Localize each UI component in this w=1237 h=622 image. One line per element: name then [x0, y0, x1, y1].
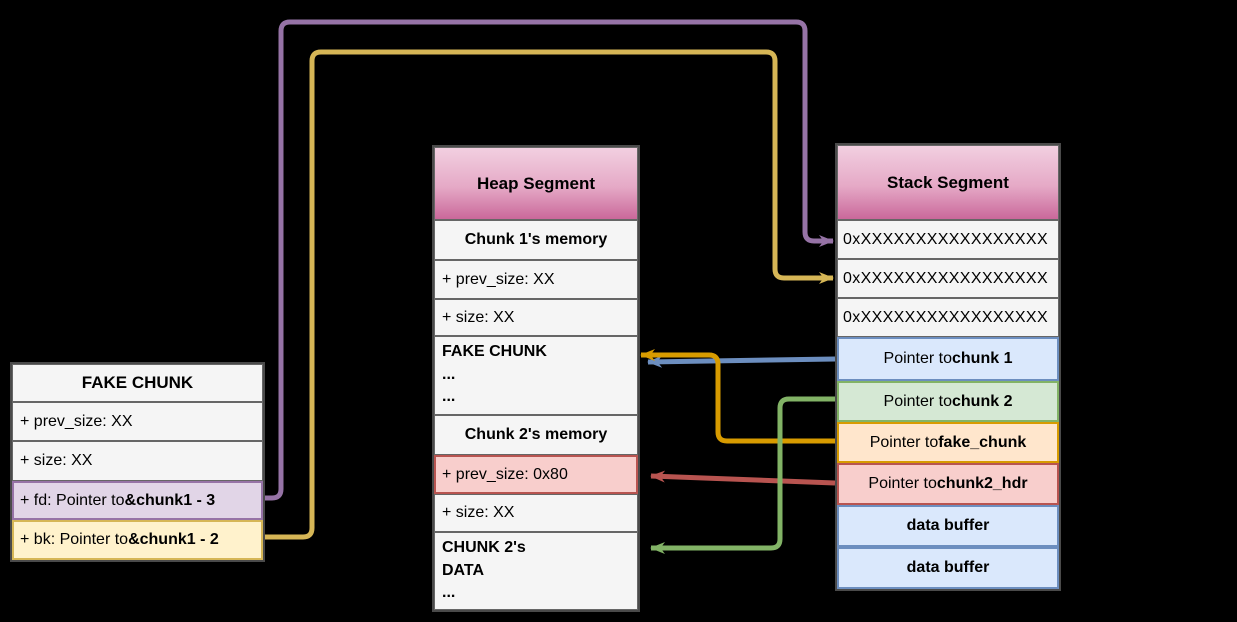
- stack-row-ptr-fake-chunk: Pointer to fake_chunk: [837, 422, 1059, 463]
- stack-row-ptr-chunk1: Pointer to chunk 1: [837, 337, 1059, 381]
- heap-row-chunk1-prev-size: + prev_size: XX: [434, 260, 638, 299]
- fake-chunk-table-rows: + prev_size: XX+ size: XX+ fd: Pointer t…: [12, 402, 263, 560]
- stack-row-data-buffer-2: data buffer: [837, 547, 1059, 589]
- heap-row-fake-chunk-line: ...: [442, 365, 456, 383]
- stack-row-data-buffer-1: data buffer: [837, 505, 1059, 547]
- heap-row-chunk2-size: + size: XX: [434, 494, 638, 532]
- heap-row-chunk2-data-line: DATA: [442, 561, 485, 579]
- fake-chunk-table-title: FAKE CHUNK: [12, 364, 263, 402]
- heap-row-fake-chunk: FAKE CHUNK......: [434, 336, 638, 415]
- heap-segment-table: Heap Segment Chunk 1's memory+ prev_size…: [432, 145, 640, 612]
- heap-row-chunk2-prev-size: + prev_size: 0x80: [434, 455, 638, 494]
- arrow-ptr-chunk2-hdr-to-heap-prev-size: [650, 470, 836, 486]
- heap-row-fake-chunk-line: ...: [442, 388, 456, 405]
- fake-row-fd: + fd: Pointer to &chunk1 - 3: [12, 481, 263, 520]
- heap-row-chunk2-data-line: CHUNK 2's: [442, 539, 526, 556]
- arrow-ptr-chunk1-to-heap-fake-chunk: [647, 355, 836, 368]
- heap-segment-table-title: Heap Segment: [434, 147, 638, 220]
- heap-row-chunk1-label: Chunk 1's memory: [434, 220, 638, 260]
- fake-row-size: + size: XX: [12, 441, 263, 481]
- stack-row-addr-1: 0xXXXXXXXXXXXXXXXXX: [837, 220, 1059, 259]
- heap-row-chunk2-data-line: ...: [442, 584, 456, 601]
- stack-row-ptr-chunk2: Pointer to chunk 2: [837, 381, 1059, 422]
- heap-segment-table-rows: Chunk 1's memory+ prev_size: XX+ size: X…: [434, 220, 638, 610]
- stack-row-addr-2: 0xXXXXXXXXXXXXXXXXX: [837, 259, 1059, 298]
- heap-row-fake-chunk-line: FAKE CHUNK: [442, 343, 547, 360]
- stack-row-ptr-chunk2-hdr: Pointer to chunk2_hdr: [837, 463, 1059, 505]
- fake-row-bk: + bk: Pointer to &chunk1 - 2: [12, 520, 263, 560]
- fake-row-prev-size: + prev_size: XX: [12, 402, 263, 441]
- fake-chunk-table: FAKE CHUNK + prev_size: XX+ size: XX+ fd…: [10, 362, 265, 562]
- arrow-ptr-chunk2-to-heap-chunk2-data: [650, 396, 835, 554]
- stack-segment-table-title: Stack Segment: [837, 145, 1059, 220]
- heap-row-chunk1-size: + size: XX: [434, 299, 638, 336]
- heap-row-chunk2-label: Chunk 2's memory: [434, 415, 638, 455]
- stack-row-addr-3: 0xXXXXXXXXXXXXXXXXX: [837, 298, 1059, 337]
- arrow-ptr-fake-chunk-to-heap-fake-chunk: [640, 349, 835, 444]
